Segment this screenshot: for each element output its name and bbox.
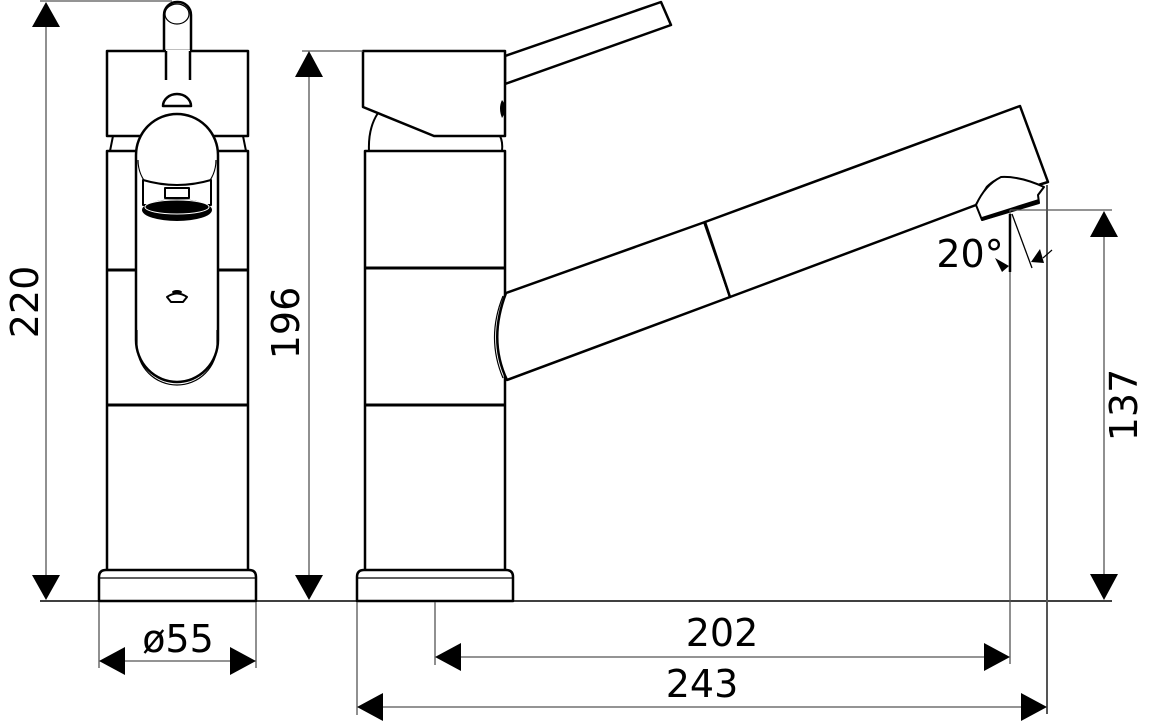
- side-body-column: [363, 149, 507, 573]
- dimension-spout-reach: 202: [434, 210, 1011, 671]
- arrow-up-icon: [32, 2, 60, 27]
- label-243: 243: [666, 662, 739, 706]
- arrow-left-icon: [435, 643, 461, 671]
- arrow-right-icon: [1021, 693, 1047, 721]
- arrow-up-icon: [1090, 211, 1118, 237]
- side-handle-head: [361, 49, 507, 138]
- aerator-outlet: [142, 199, 212, 221]
- label-202: 202: [686, 611, 759, 655]
- arrow-left-icon: [357, 693, 383, 721]
- side-lever: [503, 0, 673, 86]
- arrow-down-icon: [32, 575, 60, 600]
- label-196: 196: [264, 287, 308, 360]
- arrow-right-icon: [995, 258, 1009, 272]
- dimension-total-height: 220: [3, 0, 172, 600]
- arrow-left-icon: [99, 647, 125, 675]
- dimension-total-depth: 243: [356, 185, 1048, 721]
- arrow-left-icon: [1031, 249, 1044, 263]
- dimension-outlet-height: 137: [1010, 209, 1146, 600]
- arrow-right-icon: [984, 643, 1010, 671]
- side-view: [355, 0, 1050, 603]
- arrow-right-icon: [230, 647, 256, 675]
- front-spout: [134, 112, 220, 384]
- side-base: [355, 568, 515, 603]
- arrow-up-icon: [295, 51, 323, 77]
- dimension-spout-angle: 20°: [936, 213, 1053, 276]
- side-spout-hose: [496, 220, 732, 382]
- dimension-base-diameter: ø55: [98, 602, 257, 675]
- label-diameter-55: ø55: [142, 617, 214, 661]
- arrow-down-icon: [1090, 574, 1118, 600]
- label-220: 220: [3, 266, 47, 339]
- arrow-down-icon: [295, 575, 323, 600]
- label-137: 137: [1102, 369, 1146, 442]
- front-view: [97, 0, 258, 603]
- front-base: [97, 568, 258, 603]
- label-20-degrees: 20°: [936, 232, 1003, 276]
- dimension-body-height: 196: [264, 50, 363, 600]
